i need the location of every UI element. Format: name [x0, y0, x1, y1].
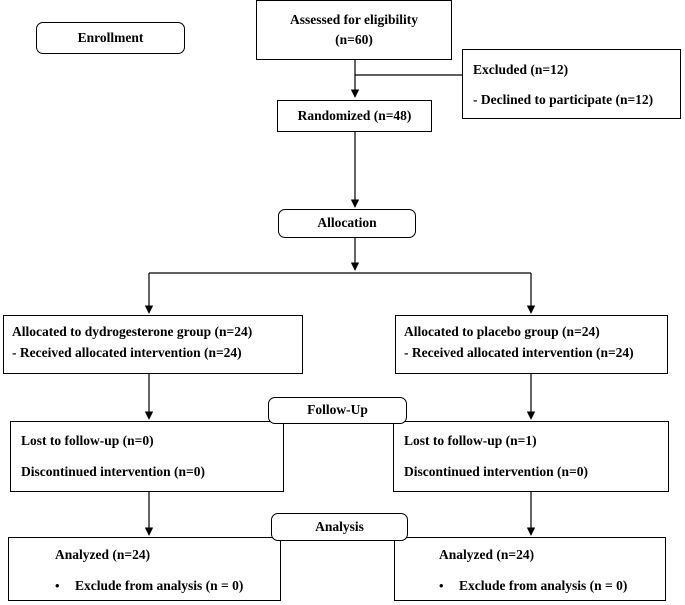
analysis-right-box: Analyzed (n=24) • Exclude from analysis …: [394, 537, 666, 601]
analysis-left-bullet: •: [55, 578, 60, 593]
analysis-stage-label: Analysis: [271, 513, 408, 541]
excluded-line2: - Declined to participate (n=12): [473, 92, 654, 107]
assessed-box: Assessed for eligibility (n=60): [256, 0, 452, 60]
assessed-line1: Assessed for eligibility: [290, 11, 418, 27]
excluded-box: Excluded (n=12) - Declined to participat…: [462, 49, 681, 119]
allocated-right-line2: - Received allocated intervention (n=24): [404, 345, 634, 360]
followup-stage-label: Follow-Up: [268, 397, 407, 424]
analysis-right-excluded: Exclude from analysis (n = 0): [459, 578, 628, 593]
analysis-text: Analysis: [315, 518, 364, 534]
allocation-stage-label: Allocation: [278, 209, 416, 238]
analysis-right-analyzed: Analyzed (n=24): [439, 547, 535, 562]
excluded-line1: Excluded (n=12): [473, 62, 569, 77]
enrollment-text: Enrollment: [77, 29, 144, 45]
analysis-left-excluded: Exclude from analysis (n = 0): [75, 578, 244, 593]
randomized-box: Randomized (n=48): [277, 100, 432, 132]
allocated-left-line1: Allocated to dydrogesterone group (n=24): [12, 324, 253, 339]
followup-left-box: Lost to follow-up (n=0) Discontinued int…: [10, 421, 284, 492]
allocated-right-line1: Allocated to placebo group (n=24): [404, 324, 600, 339]
followup-right-box: Lost to follow-up (n=1) Discontinued int…: [393, 421, 669, 492]
allocation-text: Allocation: [317, 215, 377, 231]
followup-left-lost: Lost to follow-up (n=0): [21, 433, 154, 448]
allocated-placebo-box: Allocated to placebo group (n=24) - Rece…: [395, 315, 668, 374]
assessed-line2: (n=60): [335, 32, 373, 47]
followup-text: Follow-Up: [307, 402, 368, 418]
enrollment-stage-label: Enrollment: [36, 22, 185, 54]
randomized-text: Randomized (n=48): [297, 107, 412, 123]
analysis-left-box: Analyzed (n=24) • Exclude from analysis …: [8, 537, 281, 601]
allocated-left-line2: - Received allocated intervention (n=24): [12, 345, 242, 360]
allocated-dydrogesterone-box: Allocated to dydrogesterone group (n=24)…: [3, 315, 303, 374]
followup-right-discontinued: Discontinued intervention (n=0): [404, 464, 588, 479]
analysis-right-bullet: •: [439, 578, 444, 593]
analysis-left-analyzed: Analyzed (n=24): [55, 547, 151, 562]
followup-right-lost: Lost to follow-up (n=1): [404, 433, 537, 448]
followup-left-discontinued: Discontinued intervention (n=0): [21, 464, 205, 479]
